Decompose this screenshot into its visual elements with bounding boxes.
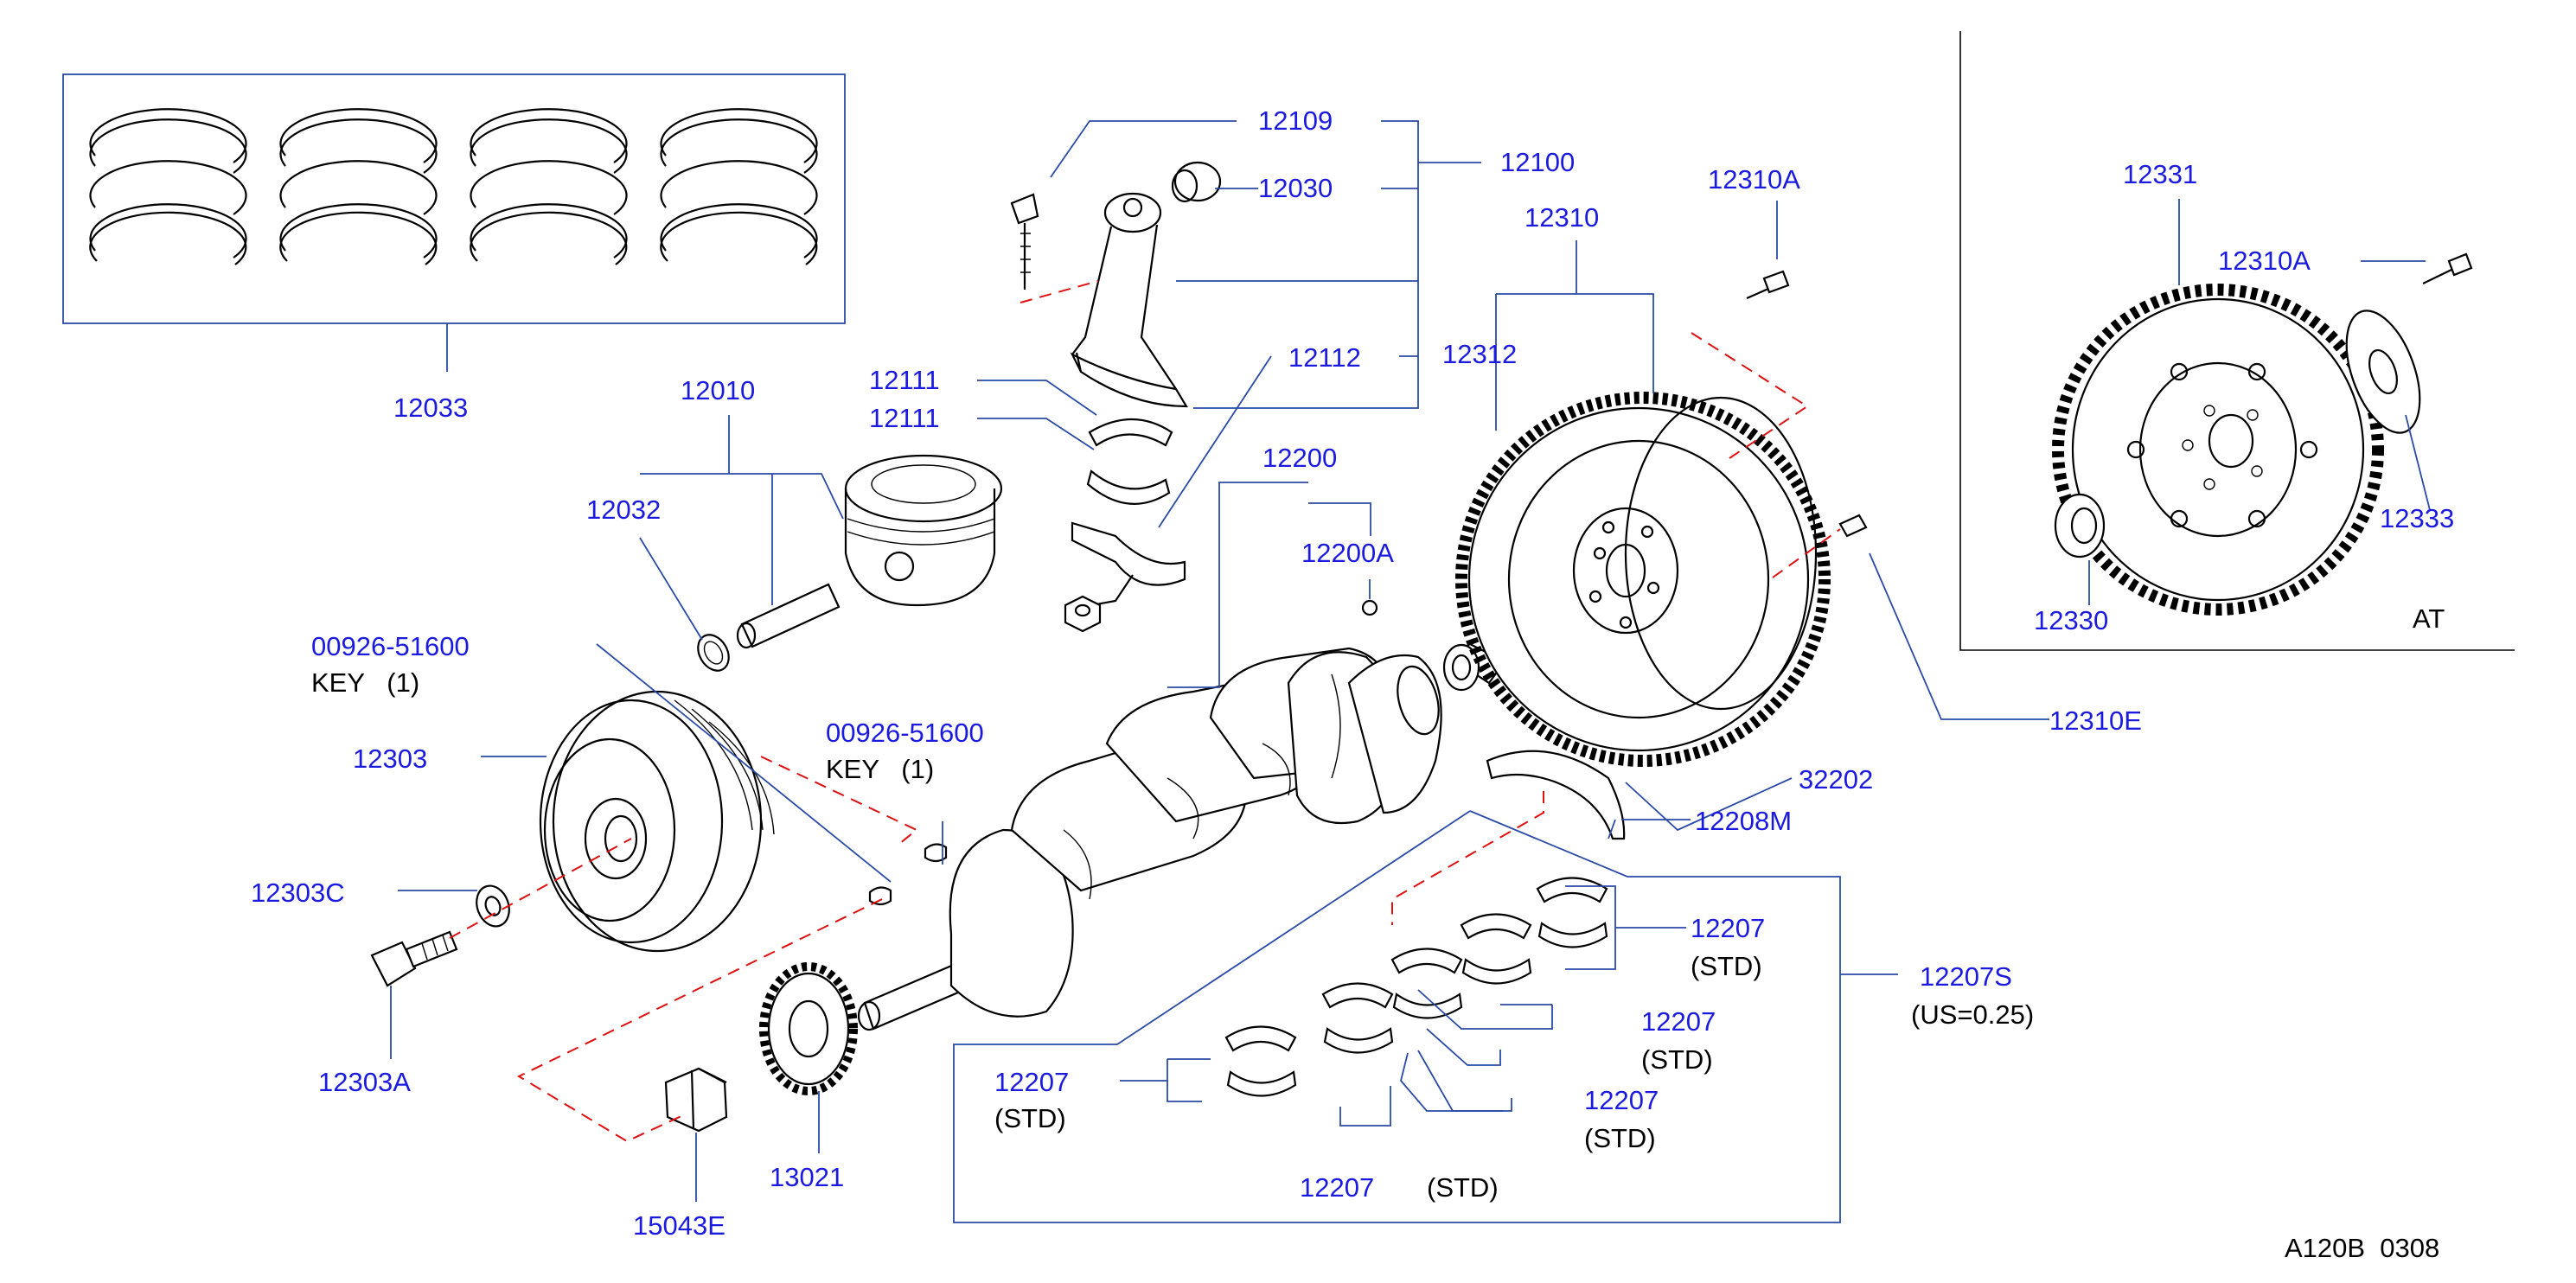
label-15043E: 15043E (633, 1210, 725, 1241)
piston-pin-drawing (736, 583, 841, 649)
label-12303C: 12303C (251, 878, 345, 908)
note-at: AT (2413, 603, 2445, 634)
note-std-bottom: (STD) (1427, 1172, 1499, 1203)
label-12310: 12310 (1525, 202, 1599, 233)
label-12100: 12100 (1500, 147, 1575, 177)
label-12207-bottom: 12207 (1300, 1172, 1374, 1203)
leader-lines (390, 120, 2431, 1202)
label-12207-left: 12207 (994, 1067, 1069, 1097)
note-us-025: (US=0.25) (1911, 999, 2034, 1030)
note-std-mid: (STD) (1584, 1123, 1656, 1153)
label-12331: 12331 (2123, 159, 2197, 189)
label-12207-mid: 12207 (1584, 1085, 1659, 1115)
flywheel-drawing (1455, 392, 1831, 767)
note-std-right: (STD) (1691, 951, 1762, 981)
label-12109: 12109 (1258, 105, 1333, 136)
label-12303: 12303 (353, 744, 427, 774)
label-12207-right: 12207 (1691, 913, 1765, 943)
at-spacer-drawing (2054, 493, 2106, 559)
note-key-1: KEY (1) (311, 667, 419, 698)
label-12200: 12200 (1262, 443, 1337, 473)
crankshaft-drawing (857, 647, 1442, 1031)
snap-ring-drawing (697, 634, 730, 672)
piston-drawing (844, 454, 1003, 607)
label-12033: 12033 (393, 393, 468, 423)
label-12330: 12330 (2034, 605, 2108, 635)
label-12207-mid-right: 12207 (1641, 1006, 1716, 1037)
label-12303A: 12303A (318, 1067, 411, 1097)
label-12111-upper: 12111 (869, 365, 940, 395)
label-12111-lower: 12111 (869, 403, 940, 433)
pulley-bolt-drawing (370, 930, 458, 987)
small-end-bushing-drawing (1171, 161, 1222, 203)
note-std-mid-right: (STD) (1641, 1044, 1713, 1075)
key-1-drawing (868, 886, 892, 906)
label-12310E: 12310E (2049, 705, 2142, 736)
drive-plate-drawing (2052, 284, 2384, 616)
label-key-2-part: 00926-51600 (826, 718, 984, 748)
assembly-guides (449, 280, 1841, 1143)
rod-bearings-drawing (1071, 418, 1186, 607)
reinforcement-plate-drawing (2345, 310, 2421, 434)
bearing-set-box (953, 810, 1841, 1223)
key-2-drawing (924, 843, 948, 863)
label-32202: 32202 (1799, 764, 1873, 795)
label-13021: 13021 (770, 1162, 844, 1192)
label-12112: 12112 (1288, 342, 1361, 373)
piston-rings-drawing (89, 108, 818, 265)
note-std-left: (STD) (994, 1103, 1066, 1133)
label-12207S: 12207S (1920, 961, 2012, 992)
piston-ring-set-box (62, 73, 846, 324)
connecting-rod-drawing (1070, 192, 1188, 408)
label-12333: 12333 (2380, 503, 2454, 533)
label-12312: 12312 (1442, 339, 1517, 369)
label-12208M: 12208M (1695, 806, 1792, 836)
label-12310A: 12310A (1708, 164, 1800, 195)
pilot-ball-drawing (1361, 599, 1378, 616)
crank-pulley-drawing (539, 690, 775, 953)
flywheel-bolt-drawing (1746, 270, 1790, 300)
label-12200A: 12200A (1301, 538, 1394, 568)
rod-bolt-drawing (1010, 193, 1039, 290)
dowel-pin-drawing (1838, 514, 1868, 538)
label-key-1-part: 00926-51600 (311, 631, 470, 661)
diagram-code: A120B 0308 (2285, 1233, 2439, 1263)
pulley-washer-drawing (476, 884, 510, 928)
label-12030: 12030 (1258, 173, 1333, 203)
note-key-2: KEY (1) (826, 754, 934, 784)
at-section-frame (1959, 31, 2515, 651)
rod-nut-drawing (1064, 595, 1102, 633)
crank-sprocket-drawing (759, 962, 858, 1095)
crank-nut-drawing (664, 1067, 728, 1133)
thrust-washer-drawing (1486, 750, 1626, 840)
main-bearings-drawing (1224, 877, 1608, 1097)
label-12032: 12032 (586, 495, 661, 525)
label-12010: 12010 (681, 375, 755, 405)
label-12310A-at: 12310A (2218, 246, 2311, 276)
at-bolt-drawing (2422, 252, 2473, 284)
